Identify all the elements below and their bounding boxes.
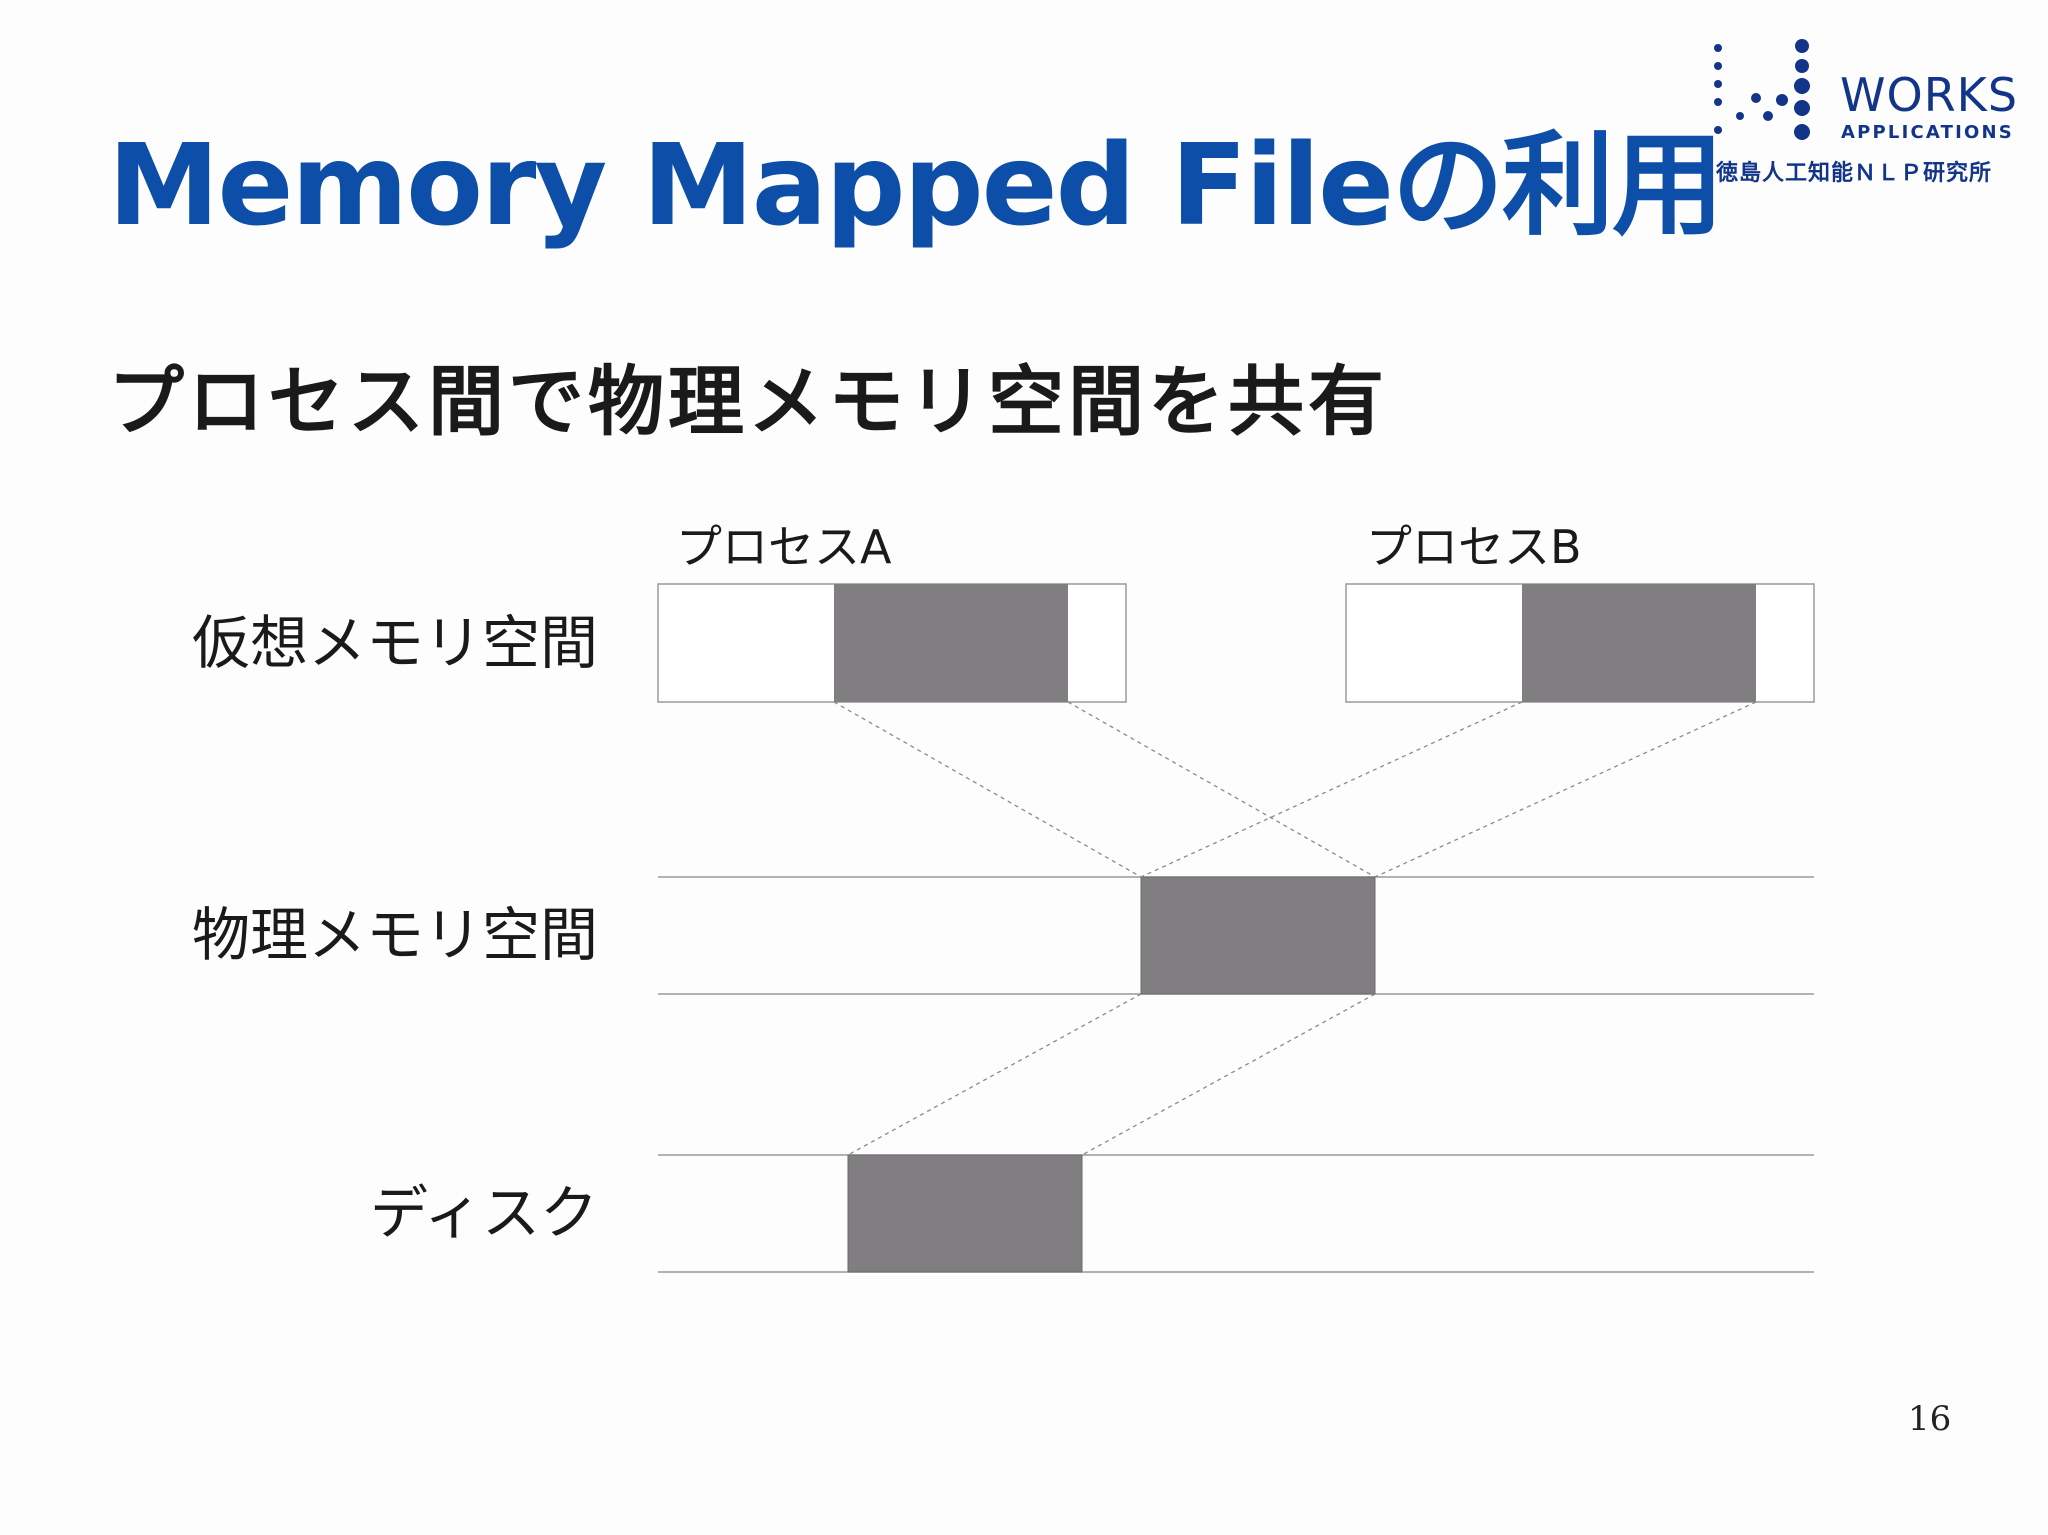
mapping-line-a-left — [833, 701, 1142, 878]
slide-subtitle: プロセス間で物理メモリ空間を共有 — [108, 357, 1388, 446]
physical-memory-space-label: 物理メモリ空間 — [191, 901, 598, 969]
mapping-line-b-right — [1374, 701, 1757, 878]
logo-wordmark-works: WORKS — [1840, 68, 2019, 122]
disk-label: ディスク — [370, 1179, 598, 1247]
physical-mapped-block — [1140, 876, 1376, 995]
page-number: 16 — [1908, 1399, 1952, 1439]
process-a-label: プロセスA — [676, 520, 892, 574]
slide-title: Memory Mapped Fileの利用 — [108, 121, 1724, 251]
logo-dots-icon — [1714, 39, 1810, 140]
virtual-memory-space-label: 仮想メモリ空間 — [191, 609, 598, 677]
mapping-line-disk-left — [847, 993, 1142, 1156]
process-b-mapped-block — [1522, 584, 1756, 702]
mapping-line-b-left — [1140, 701, 1523, 878]
process-b-label: プロセスB — [1366, 520, 1582, 574]
mapping-line-disk-right — [1081, 993, 1376, 1156]
disk-file-block — [847, 1154, 1083, 1273]
works-applications-logo: WORKS APPLICATIONS 徳島人工知能ＮＬＰ研究所 — [1710, 38, 2030, 198]
process-a-mapped-block — [834, 584, 1068, 702]
logo-wordmark-applications: APPLICATIONS — [1841, 122, 2014, 143]
mapping-line-a-right — [1067, 701, 1376, 878]
logo-subtext: 徳島人工知能ＮＬＰ研究所 — [1716, 160, 1993, 186]
